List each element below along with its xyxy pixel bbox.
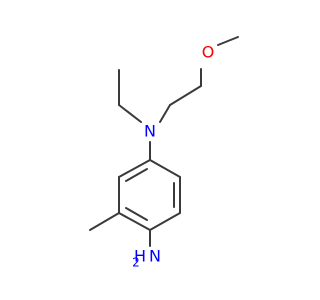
bond-ch2-n1 xyxy=(159,104,171,123)
bond-methyl-o1 xyxy=(217,36,239,46)
molecule-canvas: O N H N 2 xyxy=(89,36,239,270)
ring-double-3 xyxy=(125,168,148,182)
atom-amine-n: N xyxy=(149,247,161,266)
molecule-structure: O N H N 2 xyxy=(89,36,239,270)
bond-ring-methyl xyxy=(89,212,120,231)
atom-nitrogen-tertiary: N xyxy=(144,122,156,141)
ring-double-2 xyxy=(125,207,148,221)
bond-n1-ch2-ethyl xyxy=(118,104,142,123)
atom-oxygen: O xyxy=(202,43,215,62)
ring-bond-6 xyxy=(118,159,151,178)
ring-bond-4 xyxy=(118,212,151,231)
atom-amine-h: H xyxy=(134,247,146,266)
atom-amine-h2-count: 2 xyxy=(132,256,140,270)
ring-bond-1 xyxy=(149,159,181,178)
bond-ch2-ch2 xyxy=(169,85,202,106)
ring-bond-3 xyxy=(149,212,181,231)
